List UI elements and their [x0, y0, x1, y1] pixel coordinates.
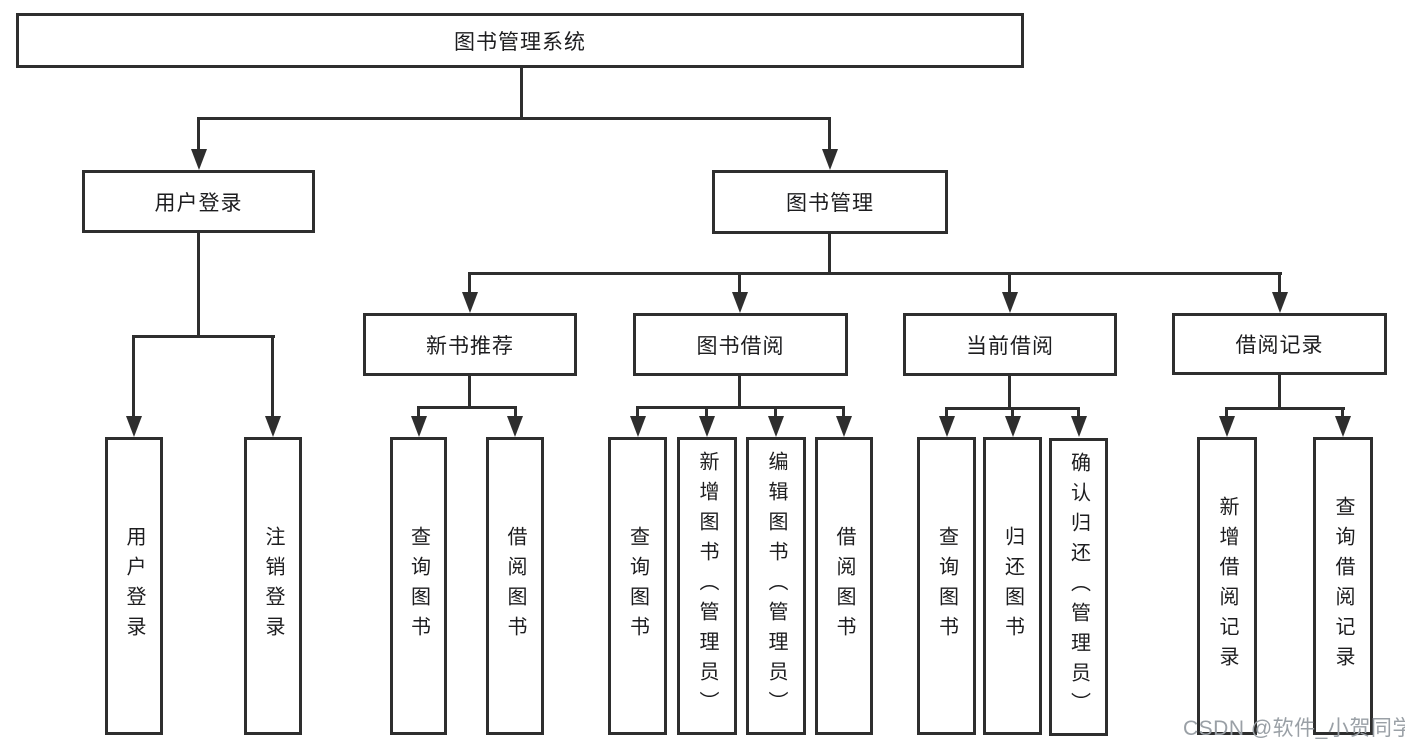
leaf-query-books-2: 查询图书 — [608, 437, 667, 735]
node-label: 注销登录 — [262, 526, 284, 646]
node-label: 用户登录 — [154, 191, 243, 215]
arrowhead-down-current-borrow — [1002, 292, 1018, 313]
connector-v-leaf — [945, 407, 948, 418]
connector-v-leaf — [842, 406, 845, 418]
arrowhead-down-confirm-return — [1071, 416, 1087, 437]
leaf-query-borrow-record: 查询借阅记录 — [1313, 437, 1373, 735]
connector-h-level1 — [197, 117, 831, 120]
connector-v-leaf — [1225, 407, 1228, 418]
node-label: 借阅记录 — [1235, 334, 1324, 357]
node-label: 编辑图书（管理员） — [765, 451, 787, 721]
connector-v-to-book-borrow — [738, 272, 741, 294]
arrowhead-down-add-books — [699, 416, 715, 437]
arrowhead-down-query-borrow-record — [1335, 416, 1351, 437]
node-label: 新增图书（管理员） — [696, 451, 718, 721]
node-label: 确认归还（管理员） — [1067, 452, 1090, 722]
node-label: 查询图书 — [626, 526, 649, 646]
connector-v-borrow-records-trunk — [1278, 375, 1281, 410]
leaf-borrow-books-2: 借阅图书 — [815, 437, 873, 735]
node-label: 借阅图书 — [504, 526, 526, 646]
node-label: 借阅图书 — [833, 526, 855, 646]
arrowhead-down-edit-books — [768, 416, 784, 437]
node-label: 新增借阅记录 — [1216, 496, 1238, 676]
node-borrowing-records: 借阅记录 — [1172, 313, 1387, 375]
connector-v-leaf — [636, 406, 639, 418]
node-new-book-recommendation: 新书推荐 — [363, 313, 577, 376]
leaf-confirm-return-admin: 确认归还（管理员） — [1049, 438, 1108, 736]
connector-v-book-borrow-trunk — [738, 376, 741, 408]
node-label: 用户登录 — [123, 526, 145, 646]
connector-v-user-login-trunk — [197, 233, 200, 337]
arrowhead-down-borrow-records — [1272, 292, 1288, 313]
connector-v-to-new-book — [468, 272, 471, 294]
node-label: 查询借阅记录 — [1332, 496, 1354, 676]
csdn-watermark: CSDN @软件_小贺同学 — [1183, 717, 1405, 740]
connector-h-new-book — [417, 406, 517, 409]
arrowhead-down-query-books-1 — [411, 416, 427, 437]
node-label: 归还图书 — [1001, 526, 1024, 646]
connector-h-user-login — [132, 335, 275, 338]
node-current-borrowing: 当前借阅 — [903, 313, 1117, 376]
node-label: 图书管理 — [786, 192, 874, 215]
arrowhead-down-query-books-2 — [630, 416, 646, 437]
connector-v-leaf — [774, 406, 777, 418]
connector-v-current-borrow-trunk — [1008, 376, 1011, 409]
connector-h-book-borrow — [636, 406, 845, 409]
arrowhead-down-leaf-logout — [265, 416, 281, 437]
connector-v-to-book-management — [828, 117, 831, 153]
node-book-borrowing: 图书借阅 — [633, 313, 848, 376]
connector-v-leaf — [417, 406, 420, 418]
arrowhead-down-borrow-books-1 — [507, 416, 523, 437]
connector-v-book-management-trunk — [828, 234, 831, 275]
leaf-return-books: 归还图书 — [983, 437, 1042, 735]
node-label: 当前借阅 — [966, 334, 1054, 358]
node-label: 图书借阅 — [696, 334, 785, 358]
leaf-user-login: 用户登录 — [105, 437, 163, 735]
node-label: 图书管理系统 — [454, 30, 586, 54]
node-label: 新书推荐 — [426, 334, 514, 358]
connector-v-to-leaf-user-login — [132, 335, 135, 418]
arrowhead-down-query-books-3 — [939, 416, 955, 437]
connector-v-to-current-borrow — [1008, 272, 1011, 294]
connector-v-root — [520, 66, 523, 120]
node-label: 查询图书 — [407, 526, 430, 646]
leaf-query-books-1: 查询图书 — [390, 437, 447, 735]
connector-h-borrow-records — [1226, 407, 1345, 410]
arrowhead-down-book-management — [822, 149, 838, 170]
connector-v-leaf — [705, 406, 708, 418]
node-book-management: 图书管理 — [712, 170, 948, 234]
leaf-logout: 注销登录 — [244, 437, 302, 735]
arrowhead-down-borrow-books-2 — [836, 416, 852, 437]
arrowhead-down-user-login — [191, 149, 207, 170]
connector-v-leaf — [1077, 407, 1080, 418]
connector-v-to-borrow-records — [1278, 272, 1281, 294]
connector-v-to-leaf-logout — [271, 335, 274, 418]
node-user-login: 用户登录 — [82, 170, 315, 233]
leaf-add-borrow-record: 新增借阅记录 — [1197, 437, 1257, 735]
arrowhead-down-leaf-user-login — [126, 416, 142, 437]
arrowhead-down-new-book — [462, 292, 478, 313]
arrowhead-down-return-books — [1005, 416, 1021, 437]
connector-v-new-book-trunk — [468, 376, 471, 408]
connector-v-leaf — [514, 406, 517, 418]
node-library-management-system: 图书管理系统 — [16, 13, 1024, 68]
leaf-add-books-admin: 新增图书（管理员） — [677, 437, 737, 735]
leaf-borrow-books-1: 借阅图书 — [486, 437, 544, 735]
connector-v-to-user-login — [197, 117, 200, 153]
connector-h-level2 — [468, 272, 1282, 275]
leaf-query-books-3: 查询图书 — [917, 437, 976, 735]
connector-v-leaf — [1011, 407, 1014, 418]
connector-v-leaf — [1341, 407, 1344, 418]
node-label: 查询图书 — [935, 526, 958, 646]
arrowhead-down-add-borrow-record — [1219, 416, 1235, 437]
leaf-edit-books-admin: 编辑图书（管理员） — [746, 437, 806, 735]
arrowhead-down-book-borrow — [732, 292, 748, 313]
